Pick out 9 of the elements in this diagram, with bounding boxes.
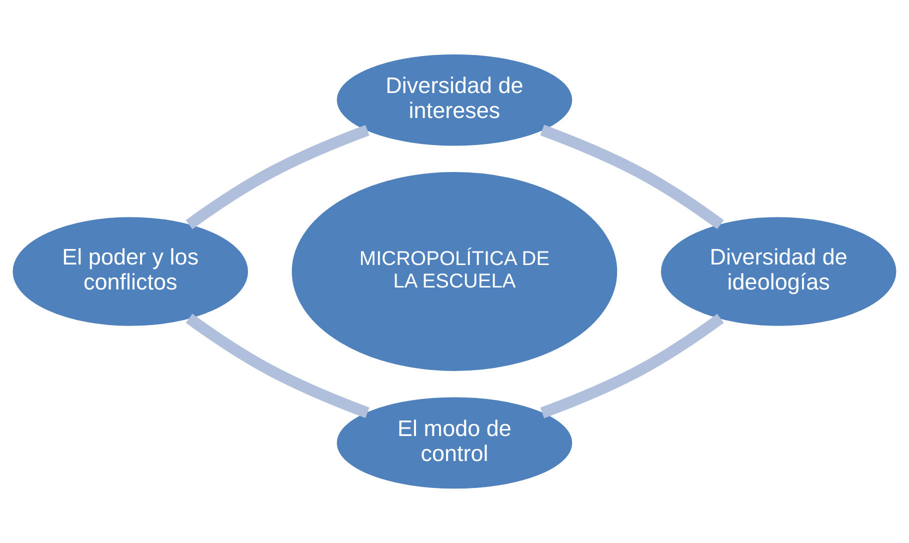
node-ellipse: Diversidad de ideologías [660, 217, 896, 326]
connector [186, 314, 370, 418]
node-ellipse: MICROPOLÍTICA DE LA ESCUELA [292, 172, 618, 371]
node-ellipse: El modo de control [336, 397, 572, 489]
node-ellipse: El poder y los conflictos [12, 217, 248, 326]
connector [186, 124, 370, 230]
node-ellipse: Diversidad de intereses [336, 54, 572, 146]
connector [540, 124, 724, 230]
connector [540, 314, 724, 418]
